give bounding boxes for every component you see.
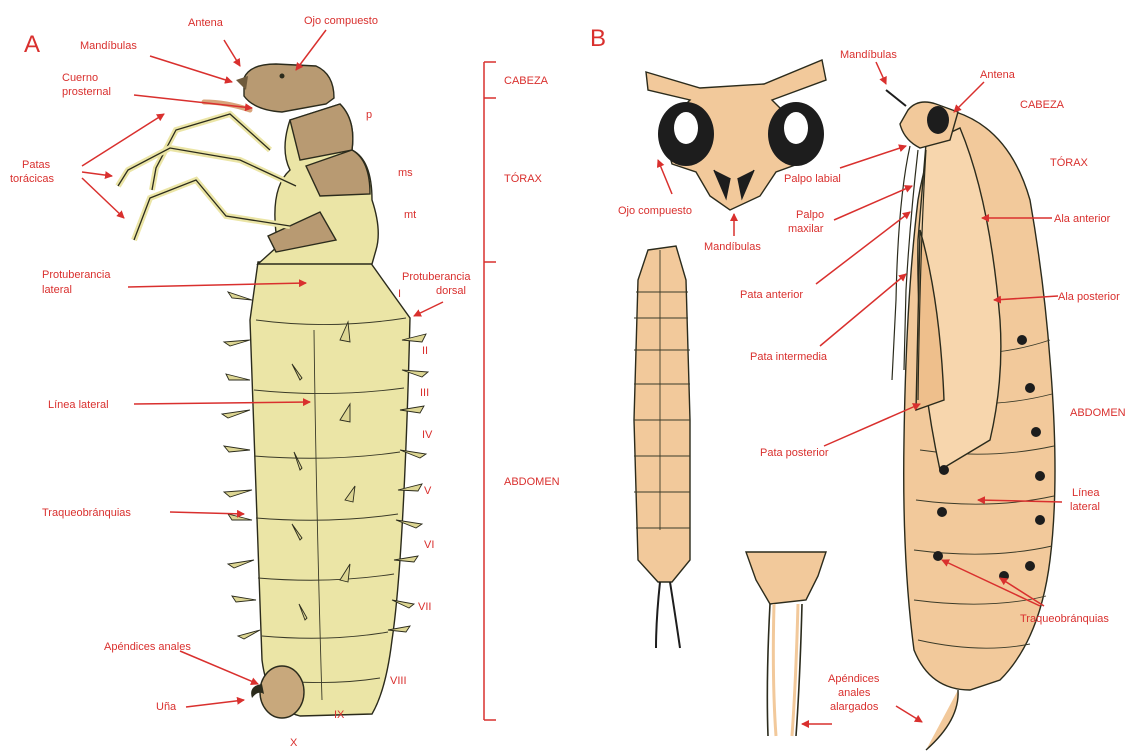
larva-mandibles — [236, 76, 248, 90]
label-b-traqueobranquias: Traqueobránquias — [1020, 613, 1109, 625]
segment-label: II — [422, 345, 428, 357]
label-toracicas: torácicas — [10, 173, 55, 185]
dorsal-body — [634, 246, 690, 582]
adult-eye-left-highlight — [674, 112, 698, 144]
segment-label: mt — [404, 209, 416, 221]
larva-abdomen — [250, 262, 410, 716]
segment-label: VIII — [390, 675, 407, 687]
region-cabeza: CABEZA — [504, 75, 549, 87]
label-b-antena: Antena — [980, 69, 1016, 81]
label-b-torax: TÓRAX — [1050, 156, 1089, 169]
label-b-pata-anterior: Pata anterior — [740, 289, 803, 301]
segment-label: IX — [334, 709, 345, 721]
larva-eye — [280, 74, 285, 79]
segment-label: V — [424, 485, 432, 497]
lateral-eye — [927, 106, 949, 134]
dorsal-cerci-left — [656, 582, 660, 648]
label-b-mandibulas-bottom: Mandíbulas — [704, 241, 761, 253]
label-cuerno: Cuerno — [62, 72, 98, 84]
label-apendices-anales: Apéndices anales — [104, 641, 191, 653]
larva-head — [244, 64, 334, 112]
label-linea-lateral: Línea lateral — [48, 399, 109, 411]
label-b-abdomen: ABDOMEN — [1070, 407, 1126, 419]
label-b-ojo-compuesto: Ojo compuesto — [618, 205, 692, 217]
label-b-lateral: lateral — [1070, 501, 1100, 513]
larva-pronotum — [290, 104, 353, 160]
tail-segment — [746, 552, 826, 604]
label-b-maxilar: maxilar — [788, 223, 824, 235]
label-b-pata-posterior: Pata posterior — [760, 447, 829, 459]
label-protuberancia-lateral-2: lateral — [42, 284, 72, 296]
label-b-palpo: Palpo — [796, 209, 824, 221]
region-bracket — [484, 62, 496, 720]
dorsal-cerci-right — [670, 582, 680, 648]
label-b-mandibulas-top: Mandíbulas — [840, 49, 897, 61]
label-protuberancia-lateral-1: Protuberancia — [42, 269, 111, 281]
label-b-pata-intermedia: Pata intermedia — [750, 351, 828, 363]
label-b-ala-posterior: Ala posterior — [1058, 291, 1120, 303]
label-b-apendices: Apéndices — [828, 673, 880, 685]
adult-eye-right-highlight — [784, 112, 808, 144]
region-torax: TÓRAX — [504, 172, 543, 185]
label-prosternal: prosternal — [62, 86, 111, 98]
label-b-anales: anales — [838, 687, 871, 699]
larva-legs — [118, 114, 296, 240]
label-ojo-compuesto: Ojo compuesto — [304, 15, 378, 27]
segment-label: ms — [398, 167, 413, 179]
tail-detail — [746, 552, 826, 736]
label-b-linea: Línea — [1072, 487, 1100, 499]
segment-label: VII — [418, 601, 431, 613]
adult-body-lateral — [886, 90, 1055, 750]
label-mandibulas: Mandíbulas — [80, 40, 137, 52]
label-traqueobranquias: Traqueobránquias — [42, 507, 131, 519]
label-b-ala-anterior: Ala anterior — [1054, 213, 1111, 225]
adult-head-front — [646, 60, 826, 210]
panel-label-b: B — [590, 25, 606, 52]
label-una: Uña — [156, 701, 177, 713]
segment-label: p — [366, 109, 372, 121]
segment-label: X — [290, 737, 298, 749]
label-protuberancia-dorsal-2: dorsal — [436, 285, 466, 297]
label-antena: Antena — [188, 17, 224, 29]
segment-label: VI — [424, 539, 434, 551]
adult-body-dorsal — [634, 246, 690, 648]
segment-label: III — [420, 387, 429, 399]
larva-anal-segment — [260, 666, 304, 718]
region-abdomen: ABDOMEN — [504, 476, 560, 488]
lateral-tail — [926, 690, 958, 750]
label-patas: Patas — [22, 159, 51, 171]
label-b-alargados: alargados — [830, 701, 879, 713]
segment-label: I — [398, 288, 401, 300]
lateral-mandible — [886, 90, 906, 106]
panel-label-a: A — [24, 31, 40, 58]
label-b-palpo-labial: Palpo labial — [784, 173, 841, 185]
label-protuberancia-dorsal-1: Protuberancia — [402, 271, 471, 283]
tail-appendix-left — [767, 604, 770, 736]
label-b-cabeza: CABEZA — [1020, 99, 1065, 111]
segment-label: IV — [422, 429, 433, 441]
larva-illustration — [118, 64, 428, 718]
